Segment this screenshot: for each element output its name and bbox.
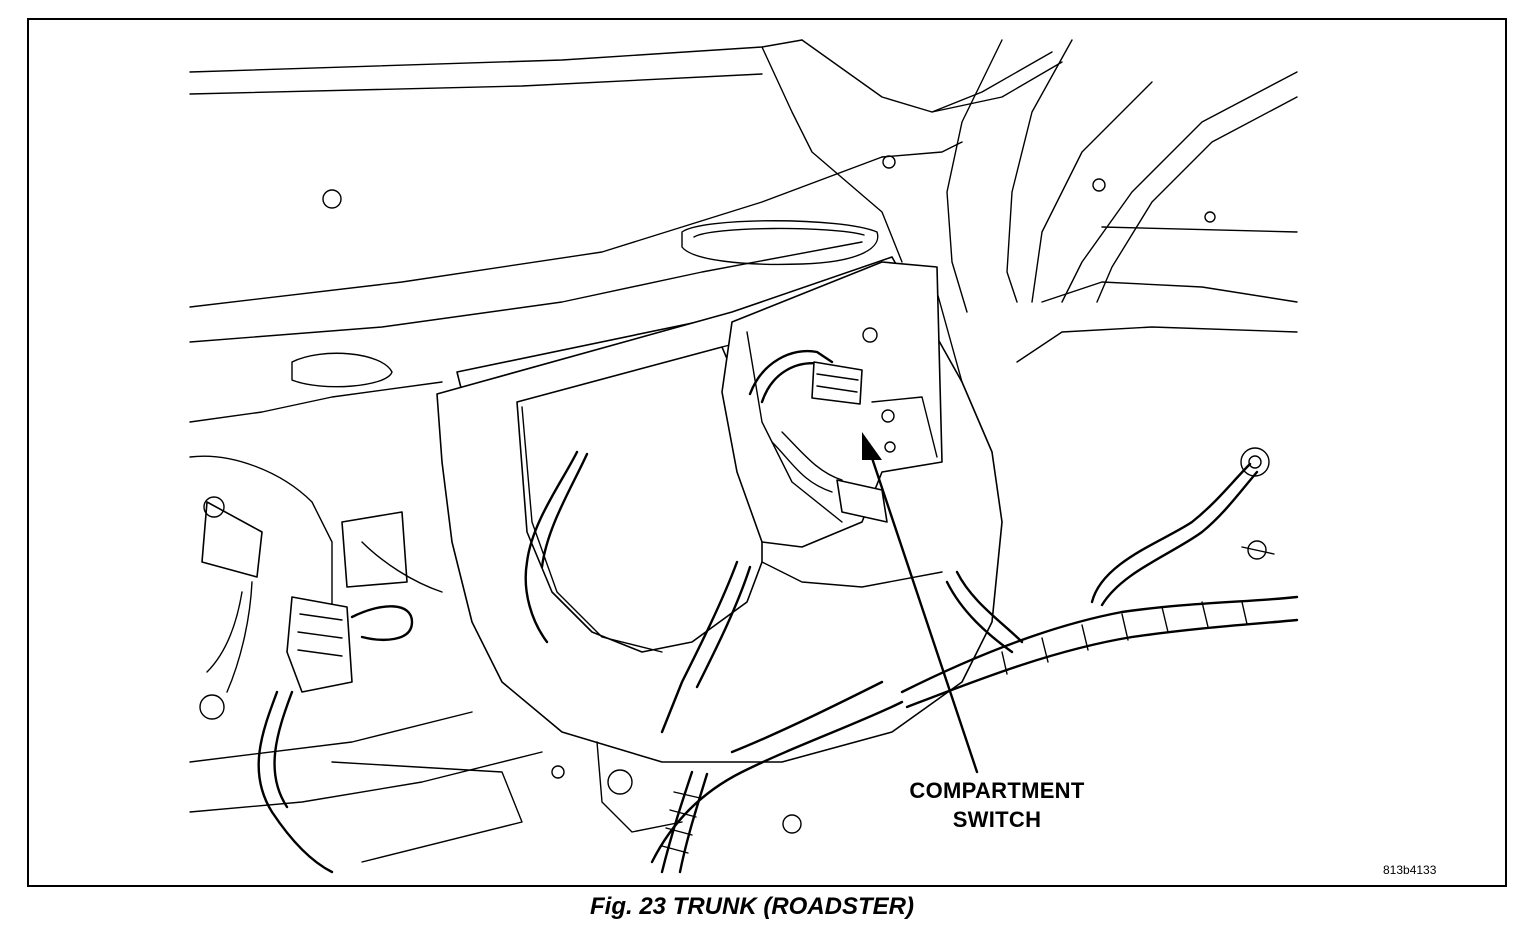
switch-housing: [721, 261, 943, 548]
body-panels: [189, 39, 1298, 423]
figure-frame: COMPARTMENT SWITCH 813b4133: [27, 18, 1507, 887]
callout-label-line1: COMPARTMENT: [909, 778, 1085, 803]
wiring-harness-left: [189, 455, 565, 874]
callout-leader: [862, 432, 979, 774]
center-cables: [524, 450, 802, 874]
callout-label-line2: SWITCH: [952, 807, 1042, 832]
reference-code: 813b4133: [1383, 863, 1437, 877]
figure-caption: Fig. 23 TRUNK (ROADSTER): [590, 893, 914, 920]
trunk-line-drawing: [189, 39, 1299, 874]
